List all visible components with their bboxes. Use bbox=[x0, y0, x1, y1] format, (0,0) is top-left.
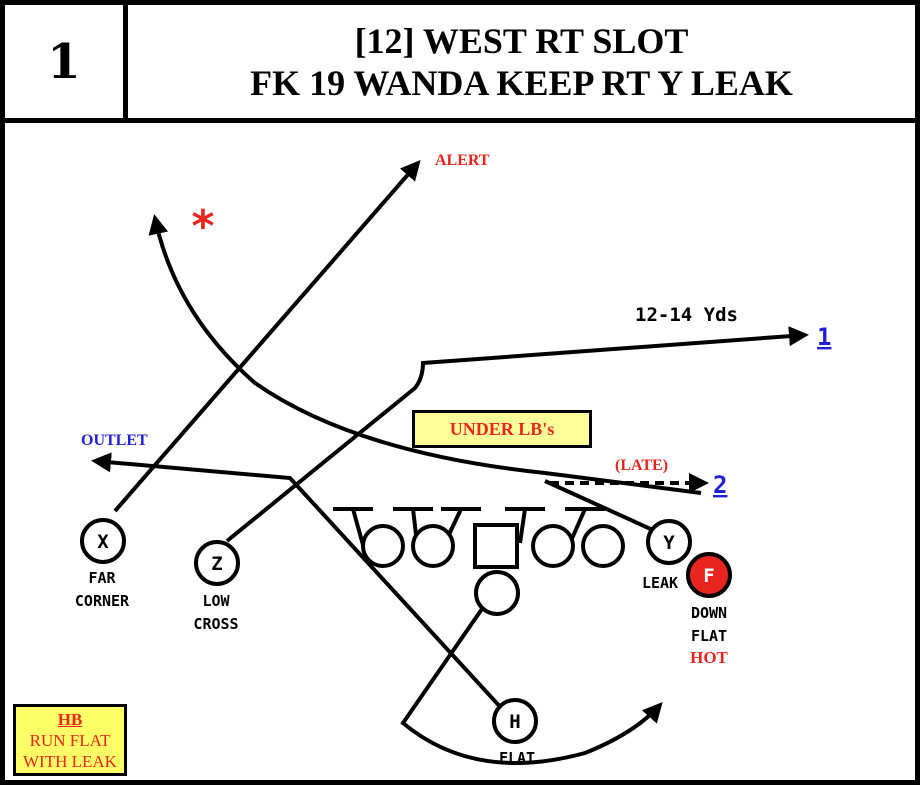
depth-label: 12-14 Yds bbox=[635, 304, 738, 326]
under-lbs-note: UNDER LB's bbox=[412, 410, 592, 448]
alert-label: ALERT bbox=[435, 152, 490, 169]
qb-circle bbox=[474, 570, 520, 616]
hb-note-line1: RUN FLAT bbox=[29, 730, 111, 750]
x-label1: FAR bbox=[88, 569, 116, 587]
z-circle bbox=[194, 540, 240, 586]
play-title-line2: FK 19 WANDA KEEP RT Y LEAK bbox=[250, 62, 793, 103]
hb-note: HB RUN FLAT WITH LEAK bbox=[13, 704, 127, 776]
x-route bbox=[113, 159, 421, 513]
y-label1: LEAK bbox=[642, 574, 678, 592]
play-title: [12] WEST RT SLOT FK 19 WANDA KEEP RT Y … bbox=[128, 5, 915, 118]
x-symbol: X bbox=[97, 531, 109, 553]
h-label1: FLAT bbox=[499, 749, 535, 767]
x-label2: CORNER bbox=[75, 592, 130, 610]
play-header: 1 [12] WEST RT SLOT FK 19 WANDA KEEP RT … bbox=[5, 5, 915, 123]
late-label: (LATE) bbox=[615, 457, 668, 474]
play-title-line1: [12] WEST RT SLOT bbox=[354, 20, 689, 61]
h-circle bbox=[492, 698, 538, 744]
f-label3: HOT bbox=[690, 648, 728, 667]
f-label2: FLAT bbox=[691, 627, 727, 645]
read1-label: 1 bbox=[817, 323, 831, 351]
outlet-label: OUTLET bbox=[81, 432, 148, 449]
hb-note-title: HB bbox=[57, 709, 83, 729]
qb-path bbox=[400, 591, 663, 765]
z-route bbox=[225, 326, 809, 543]
y-symbol: Y bbox=[663, 532, 675, 554]
h-route bbox=[91, 452, 517, 725]
offensive-line bbox=[333, 507, 625, 569]
play-diagram: X FAR CORNER Z LOW CROSS Y LEAK F DOWN F… bbox=[5, 123, 915, 780]
f-label1: DOWN bbox=[691, 604, 727, 622]
star-mark: * bbox=[190, 201, 217, 252]
route-diagram: X FAR CORNER Z LOW CROSS Y LEAK F DOWN F… bbox=[75, 152, 832, 767]
z-label1: LOW bbox=[202, 592, 230, 610]
f-symbol: F bbox=[703, 565, 714, 587]
x-circle bbox=[80, 518, 126, 564]
play-number: 1 bbox=[5, 5, 128, 118]
read2-label: 2 bbox=[713, 471, 727, 499]
y-circle bbox=[646, 519, 692, 565]
z-symbol: Z bbox=[211, 553, 222, 575]
hb-note-line2: WITH LEAK bbox=[23, 751, 117, 771]
f-circle bbox=[686, 552, 732, 598]
h-symbol: H bbox=[509, 711, 520, 733]
z-label2: CROSS bbox=[193, 615, 238, 633]
deep-curve-route bbox=[148, 214, 702, 495]
